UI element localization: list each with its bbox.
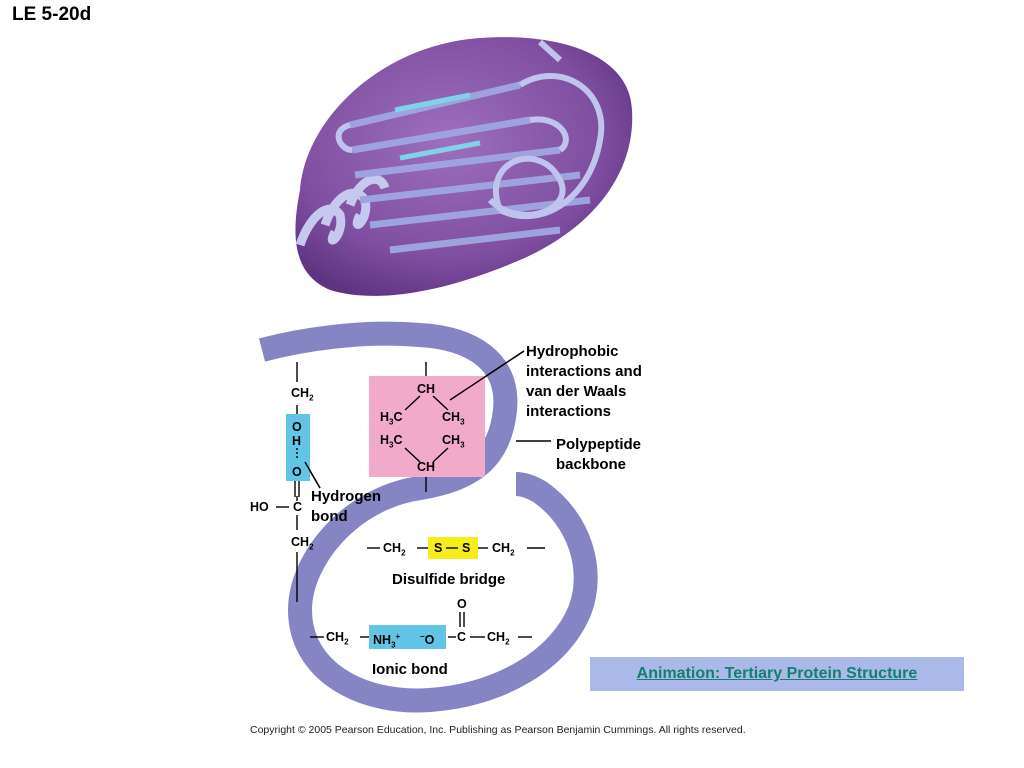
o-minus: −O xyxy=(420,632,435,648)
h3c-upper: H3C xyxy=(380,410,403,427)
backbone-label: Polypeptide backbone xyxy=(556,436,642,473)
h3c-lower: H3C xyxy=(380,433,403,450)
c-atom-ionic: C xyxy=(457,630,467,644)
loop-ribbons xyxy=(335,39,605,220)
ch-bottom: CH xyxy=(417,460,436,474)
hydrogen-bond-box xyxy=(286,414,310,481)
hydrophobic-box xyxy=(369,376,485,477)
ionic-box xyxy=(369,625,446,649)
ch2-ionic-left: CH2 xyxy=(326,630,349,647)
nh3-plus: NH3+ xyxy=(373,632,401,650)
ch2-ionic-right: CH2 xyxy=(487,630,510,647)
o-atom-top: O xyxy=(292,420,302,434)
ch2-top: CH2 xyxy=(291,386,314,403)
animation-link-button[interactable]: Animation: Tertiary Protein Structure xyxy=(590,657,964,691)
polypeptide-backbone xyxy=(258,321,598,713)
slide-title: LE 5-20d xyxy=(12,4,92,25)
disulfide-label: Disulfide bridge xyxy=(392,571,506,588)
animation-link-text[interactable]: Animation: Tertiary Protein Structure xyxy=(636,665,918,682)
hydrophobic-label: Hydrophobic interactions and van der Waa… xyxy=(526,343,642,420)
ch2-disulfide-left: CH2 xyxy=(383,541,406,558)
c-atom-left: C xyxy=(293,500,303,514)
h-atom: H xyxy=(292,434,302,448)
ionic-bond-label: Ionic bond xyxy=(372,661,448,678)
carbonyl-o: O xyxy=(457,597,467,611)
sulfur-right: S xyxy=(462,541,471,555)
ch-top: CH xyxy=(417,382,436,396)
ch2-bottom-left: CH2 xyxy=(291,535,314,552)
ch3-lower: CH3 xyxy=(442,433,465,450)
hydrogen-bond-label: Hydrogen bond xyxy=(311,488,382,525)
beta-sheet-highlight xyxy=(394,92,481,161)
ho-group: HO xyxy=(250,500,269,514)
ch2-disulfide-right: CH2 xyxy=(492,541,515,558)
ch3-upper: CH3 xyxy=(442,410,465,427)
sulfur-left: S xyxy=(434,541,443,555)
o-atom-bottom: O xyxy=(292,465,302,479)
copyright-notice: Copyright © 2005 Pearson Education, Inc.… xyxy=(250,724,746,736)
